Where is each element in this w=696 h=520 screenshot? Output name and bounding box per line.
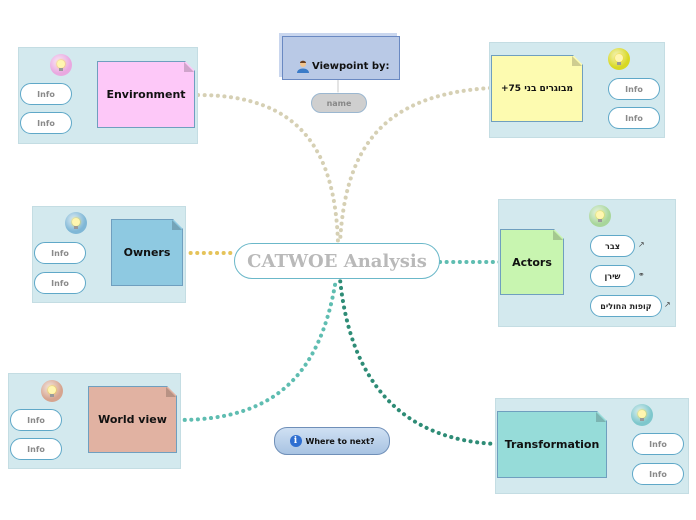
info-button[interactable]: Info [20, 112, 72, 134]
lightbulb-icon [631, 404, 653, 426]
actors-note[interactable]: Actors [500, 229, 564, 295]
owners-note[interactable]: Owners [111, 219, 183, 286]
lightbulb-icon [41, 380, 63, 402]
link-customers [338, 86, 492, 245]
actor-link-tzabar[interactable]: צבר [590, 235, 635, 257]
environment-note[interactable]: Environment [97, 61, 195, 128]
info-button[interactable]: Info [608, 107, 660, 129]
world-view-note[interactable]: World view [88, 386, 177, 453]
info-button[interactable]: Info [632, 433, 684, 455]
viewpoint-name-field[interactable]: name [311, 93, 367, 113]
where-next-label: Where to next? [305, 436, 375, 446]
lightbulb-icon [50, 54, 72, 76]
info-button[interactable]: Info [34, 242, 86, 264]
actor-link-health-funds[interactable]: קופות החולים [590, 295, 662, 317]
transformation-note[interactable]: Transformation [497, 411, 607, 478]
central-topic[interactable]: CATWOE Analysis [234, 243, 440, 279]
info-icon: i [289, 435, 302, 447]
customers-note[interactable]: מבוגרים בני 75+ [491, 55, 583, 122]
info-button[interactable]: Info [10, 438, 62, 460]
lightbulb-icon [608, 48, 630, 70]
where-next-button[interactable]: i Where to next? [274, 427, 390, 455]
viewpoint-box[interactable]: Viewpoint by: [282, 36, 400, 80]
info-button[interactable]: Info [10, 409, 62, 431]
info-button[interactable]: Info [632, 463, 684, 485]
person-icon [297, 60, 309, 73]
viewpoint-title: Viewpoint by: [312, 61, 390, 72]
info-button[interactable]: Info [608, 78, 660, 100]
lightbulb-icon [589, 205, 611, 227]
external-link-icon[interactable]: ↗ [664, 300, 671, 309]
info-button[interactable]: Info [20, 83, 72, 105]
link-transformation [338, 277, 499, 446]
link-icon[interactable]: ⚭ [638, 270, 645, 279]
link-world-view [176, 277, 338, 422]
lightbulb-icon [65, 212, 87, 234]
info-button[interactable]: Info [34, 272, 86, 294]
link-environment [196, 93, 340, 245]
actor-link-shiran[interactable]: שירן [590, 265, 635, 287]
external-link-icon[interactable]: ↗ [638, 240, 645, 249]
